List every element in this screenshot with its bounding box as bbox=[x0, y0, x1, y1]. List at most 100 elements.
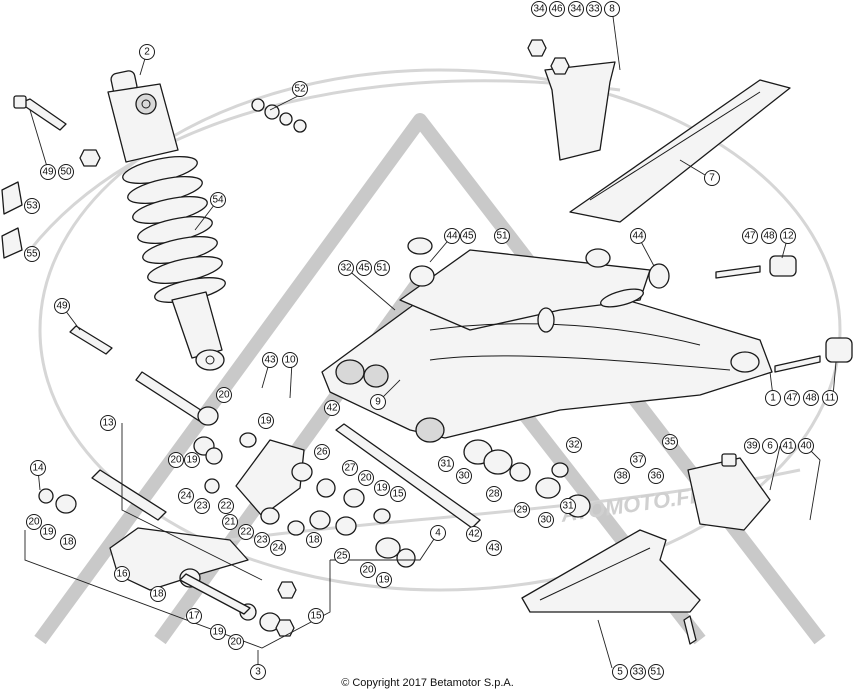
callout: 33 bbox=[586, 1, 602, 17]
callout: 13 bbox=[100, 415, 116, 431]
callout: 15 bbox=[390, 486, 406, 502]
svg-text:16: 16 bbox=[116, 569, 128, 580]
callout: 1 bbox=[765, 390, 781, 406]
svg-text:51: 51 bbox=[496, 231, 508, 242]
svg-text:29: 29 bbox=[516, 505, 528, 516]
callout: 44 bbox=[630, 228, 646, 244]
callout: 19 bbox=[258, 413, 274, 429]
callout: 24 bbox=[270, 540, 286, 556]
nut-34 bbox=[550, 57, 570, 75]
callout: 18 bbox=[60, 534, 76, 550]
svg-text:33: 33 bbox=[588, 4, 600, 15]
callout: 28 bbox=[486, 486, 502, 502]
rod-17 bbox=[179, 573, 251, 615]
svg-text:19: 19 bbox=[378, 575, 390, 586]
svg-text:6: 6 bbox=[767, 441, 773, 452]
svg-text:23: 23 bbox=[256, 535, 268, 546]
clip-53 bbox=[1, 181, 23, 215]
callout: 20 bbox=[26, 514, 42, 530]
callout: 45 bbox=[460, 228, 476, 244]
svg-text:7: 7 bbox=[709, 173, 715, 184]
callout: 32 bbox=[566, 437, 582, 453]
callout: 23 bbox=[194, 498, 210, 514]
svg-text:36: 36 bbox=[650, 471, 662, 482]
cap-44-left bbox=[409, 265, 435, 287]
callout: 51 bbox=[648, 664, 664, 680]
pad-39 bbox=[721, 453, 737, 467]
svg-text:10: 10 bbox=[284, 355, 296, 366]
svg-text:47: 47 bbox=[786, 393, 798, 404]
callout: 12 bbox=[780, 228, 796, 244]
callout: 22 bbox=[218, 498, 234, 514]
chain-adjuster-rear bbox=[715, 255, 797, 279]
shock-absorber bbox=[107, 70, 226, 371]
svg-text:46: 46 bbox=[551, 4, 563, 15]
callout: 29 bbox=[514, 502, 530, 518]
callout: 43 bbox=[486, 540, 502, 556]
callout: 36 bbox=[648, 468, 664, 484]
callout: 16 bbox=[114, 566, 130, 582]
watermark-logo bbox=[28, 68, 842, 645]
svg-text:23: 23 bbox=[196, 501, 208, 512]
svg-text:35: 35 bbox=[664, 437, 676, 448]
callout: 15 bbox=[308, 608, 324, 624]
svg-text:30: 30 bbox=[458, 471, 470, 482]
callout: 4 bbox=[430, 525, 446, 541]
shock-spring bbox=[122, 156, 226, 303]
callout: 22 bbox=[238, 524, 254, 540]
svg-text:18: 18 bbox=[308, 535, 320, 546]
svg-text:19: 19 bbox=[42, 527, 54, 538]
svg-text:27: 27 bbox=[344, 463, 356, 474]
svg-text:43: 43 bbox=[488, 543, 500, 554]
svg-text:34: 34 bbox=[570, 4, 582, 15]
svg-text:31: 31 bbox=[440, 459, 452, 470]
cap-44-right bbox=[648, 263, 670, 289]
svg-text:32: 32 bbox=[568, 440, 580, 451]
callout: 8 bbox=[604, 1, 620, 17]
svg-text:20: 20 bbox=[218, 390, 230, 401]
callout: 55 bbox=[24, 246, 40, 262]
callout: 38 bbox=[614, 468, 630, 484]
svg-text:20: 20 bbox=[360, 473, 372, 484]
svg-text:40: 40 bbox=[800, 441, 812, 452]
svg-text:19: 19 bbox=[212, 627, 224, 638]
shock-top-nut bbox=[79, 149, 101, 167]
svg-text:43: 43 bbox=[264, 355, 276, 366]
svg-text:5: 5 bbox=[617, 667, 623, 678]
callout: 14 bbox=[30, 460, 46, 476]
svg-text:32: 32 bbox=[340, 263, 352, 274]
svg-text:3: 3 bbox=[255, 667, 261, 678]
callout: 37 bbox=[630, 452, 646, 468]
chain-slider-upper bbox=[544, 61, 791, 223]
svg-text:42: 42 bbox=[326, 403, 338, 414]
callout: 49 bbox=[40, 164, 56, 180]
svg-text:15: 15 bbox=[310, 611, 322, 622]
svg-text:51: 51 bbox=[376, 263, 388, 274]
clip-55 bbox=[1, 227, 23, 259]
callout: 3 bbox=[250, 664, 266, 680]
copyright-notice: © Copyright 2017 Betamotor S.p.A. bbox=[341, 677, 514, 689]
svg-text:53: 53 bbox=[26, 201, 38, 212]
svg-text:26: 26 bbox=[316, 447, 328, 458]
callout: 45 bbox=[356, 260, 372, 276]
callout: 53 bbox=[24, 198, 40, 214]
svg-text:9: 9 bbox=[375, 397, 381, 408]
callout: 54 bbox=[210, 192, 226, 208]
callout: 43 bbox=[262, 352, 278, 368]
callout: 24 bbox=[178, 488, 194, 504]
callout: 50 bbox=[58, 164, 74, 180]
svg-text:19: 19 bbox=[376, 483, 388, 494]
svg-text:17: 17 bbox=[188, 611, 200, 622]
callout: 11 bbox=[822, 390, 838, 406]
svg-text:18: 18 bbox=[152, 589, 164, 600]
svg-text:1: 1 bbox=[770, 393, 776, 404]
callout: 2 bbox=[139, 44, 155, 60]
svg-text:25: 25 bbox=[336, 551, 348, 562]
svg-text:22: 22 bbox=[240, 527, 252, 538]
callout: 20 bbox=[358, 470, 374, 486]
callout: 18 bbox=[306, 532, 322, 548]
svg-text:13: 13 bbox=[102, 418, 114, 429]
callout: 40 bbox=[798, 438, 814, 454]
svg-text:2: 2 bbox=[144, 47, 150, 58]
svg-text:18: 18 bbox=[62, 537, 74, 548]
